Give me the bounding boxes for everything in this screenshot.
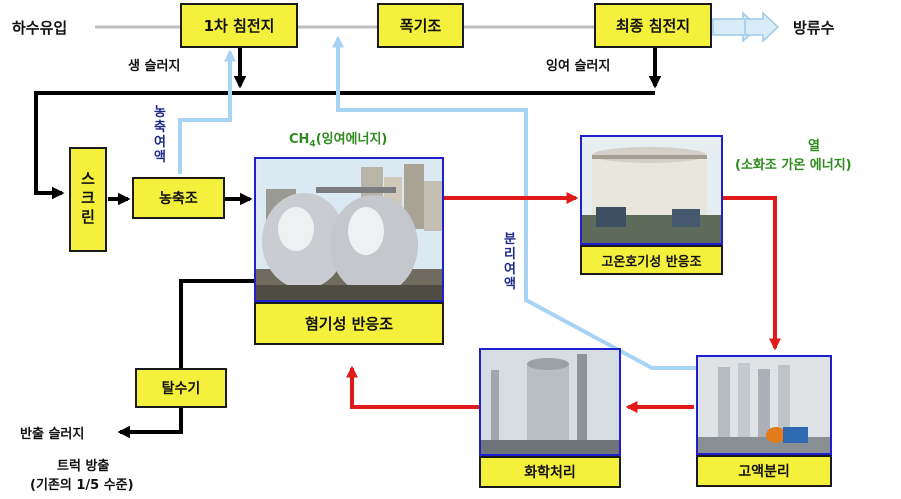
sludge-out-label: 반출 슬러지 xyxy=(20,427,85,442)
heat-label-1: 열 xyxy=(808,139,820,154)
separated-filtrate-line xyxy=(332,35,696,370)
thermophilic-reactor-photo xyxy=(580,135,723,245)
anaerobic-reactor-box: 혐기성 반응조 xyxy=(254,302,444,345)
thermophilic-reactor-box: 고온호기성 반응조 xyxy=(580,245,723,275)
thickener-filtrate-line xyxy=(178,49,236,174)
heat-loop-line xyxy=(723,196,781,351)
chemical-treatment-box: 화학처리 xyxy=(479,456,621,488)
methane-label: CH4(잉여에너지) xyxy=(289,132,388,150)
truck-label-1: 트럭 방출 xyxy=(57,459,110,474)
sludge-header-line xyxy=(34,91,655,200)
dewatering-box: 탈수기 xyxy=(135,368,227,408)
solid-liquid-separation-photo xyxy=(696,355,832,455)
chemical-to-reactor-line xyxy=(346,365,479,409)
aeration-tank-box: 폭기조 xyxy=(377,3,464,48)
truck-label-2: (기존의 1/5 수준) xyxy=(30,478,134,493)
thickener-filtrate-label: 농축여액 xyxy=(154,105,166,165)
discharge-arrows xyxy=(712,11,780,43)
heat-label-2: (소화조 가온 에너지) xyxy=(735,158,852,173)
chemical-treatment-photo xyxy=(479,348,621,456)
reactor-to-dewatering-line xyxy=(117,279,254,439)
separated-filtrate-label: 분리여액 xyxy=(504,232,516,292)
final-clarifier-box: 최종 침전지 xyxy=(594,3,712,48)
thickener-box: 농축조 xyxy=(132,177,225,219)
screen-box: 스크린 xyxy=(69,147,107,252)
anaerobic-reactor-photo xyxy=(254,157,444,302)
discharge-label: 방류수 xyxy=(793,19,835,37)
excess-sludge-label: 잉여 슬러지 xyxy=(546,59,611,74)
primary-clarifier-box: 1차 침전지 xyxy=(180,3,298,48)
inflow-label: 하수유입 xyxy=(12,19,68,37)
raw-sludge-label: 생 슬러지 xyxy=(128,59,181,74)
solid-liquid-separation-box: 고액분리 xyxy=(696,455,832,487)
